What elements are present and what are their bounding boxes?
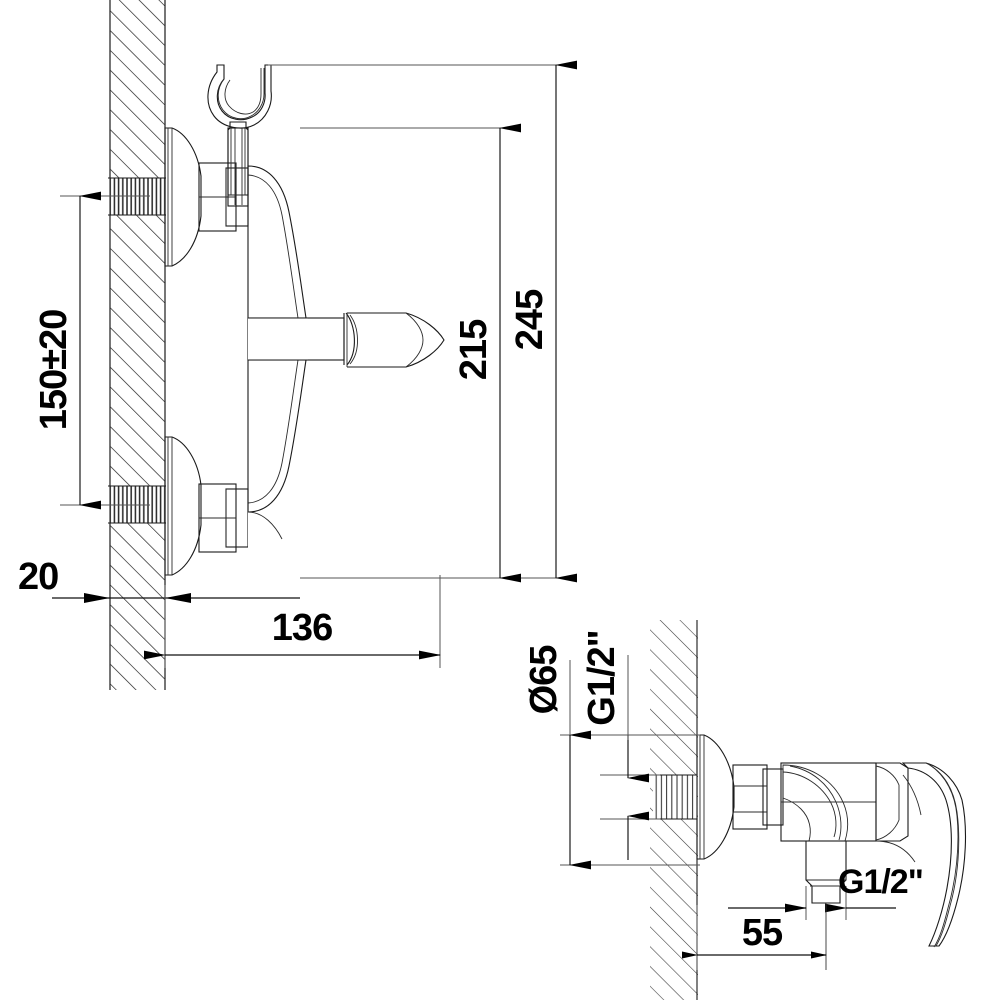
shower-holder-bracket xyxy=(207,64,272,207)
dim-label-55: 55 xyxy=(742,912,783,954)
dimension-55: 55 xyxy=(682,903,827,970)
dim-label-20: 20 xyxy=(18,556,58,598)
dimension-150-20: 150±20 xyxy=(33,191,150,510)
mixer-body-lower-edge xyxy=(247,511,283,552)
upper-wall-flange xyxy=(164,127,202,267)
dim-label-150-20: 150±20 xyxy=(33,310,75,431)
upper-hex-nut xyxy=(198,162,249,232)
lower-hex-nut xyxy=(198,483,249,553)
detail-wall-flange xyxy=(696,734,735,860)
dim-label-136: 136 xyxy=(272,607,332,649)
dim-label-215: 215 xyxy=(453,319,495,380)
detail-mixer-body xyxy=(780,762,909,904)
dim-label-g12-inlet: G1/2" xyxy=(581,630,623,725)
dimension-g12-outlet: G1/2" xyxy=(728,863,924,920)
dimension-d65: Ø65 xyxy=(523,645,700,870)
main-view-wall-hatch xyxy=(110,0,165,690)
dimension-245: 245 xyxy=(268,60,577,583)
mixer-body xyxy=(247,165,445,513)
dimension-20: 20 xyxy=(18,556,300,603)
detail-lever-handle xyxy=(875,762,967,948)
lower-wall-flange xyxy=(164,436,202,576)
dimension-g12-inlet: G1/2" xyxy=(581,630,660,860)
dimension-215: 215 xyxy=(300,123,560,583)
dim-label-245: 245 xyxy=(509,289,551,350)
dimension-136: 136 xyxy=(144,575,441,668)
dim-label-d65: Ø65 xyxy=(523,645,565,715)
detail-threaded-inlet xyxy=(653,774,697,820)
detail-hex-nut xyxy=(732,764,784,830)
dim-label-g12-outlet: G1/2" xyxy=(838,863,923,901)
